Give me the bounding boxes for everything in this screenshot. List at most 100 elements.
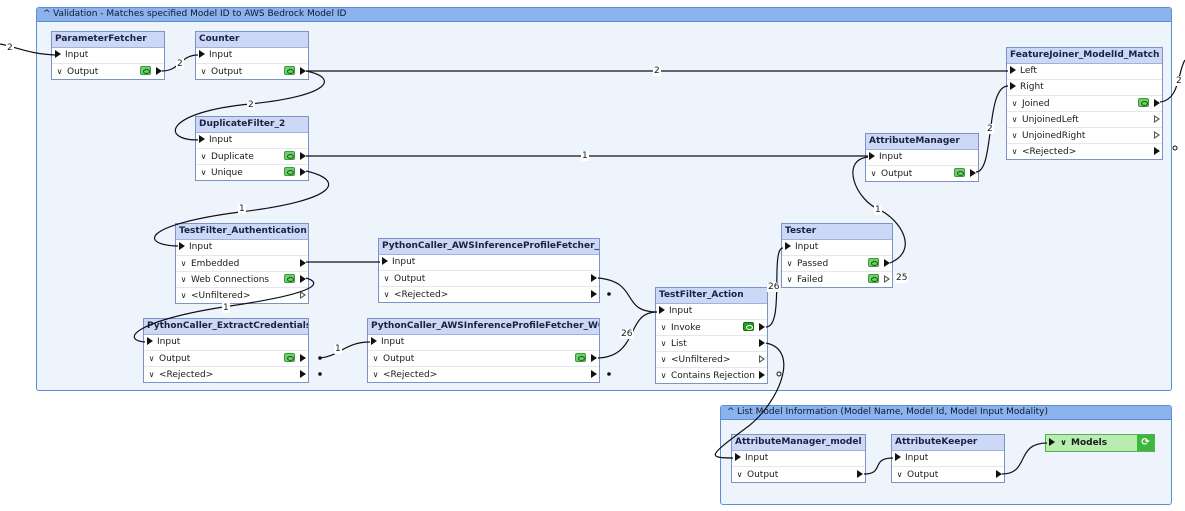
port-input[interactable]: Input — [196, 48, 308, 64]
chevron-down-icon[interactable]: ∨ — [736, 470, 743, 479]
count-failed[interactable]: 25 — [895, 273, 909, 283]
output-arrow-icon[interactable] — [300, 168, 306, 176]
count-web-extract[interactable]: 1 — [222, 303, 230, 313]
chevron-down-icon[interactable]: ∨ — [1011, 99, 1018, 108]
node-attribute-manager-model[interactable]: AttributeManager_model Input ∨Output — [731, 434, 866, 483]
count-counter-joiner[interactable]: 2 — [653, 66, 661, 76]
output-arrow-icon[interactable] — [884, 259, 890, 267]
port-contains-rejection[interactable]: ∨Contains Rejection — [656, 368, 767, 383]
port-unique[interactable]: ∨Unique — [196, 165, 308, 180]
chevron-down-icon[interactable]: ∨ — [200, 152, 207, 161]
inspect-icon[interactable] — [140, 66, 151, 75]
inspect-icon[interactable] — [743, 322, 754, 331]
port-input[interactable]: Input — [144, 335, 308, 351]
count-incoming[interactable]: 2 — [6, 43, 14, 53]
node-duplicate-filter[interactable]: DuplicateFilter_2 Input ∨Duplicate ∨Uniq… — [195, 116, 309, 181]
chevron-down-icon[interactable]: ∨ — [786, 259, 793, 268]
count-extract-wc[interactable]: 1 — [334, 344, 342, 354]
node-parameter-fetcher[interactable]: ParameterFetcher Input ∨Output — [51, 31, 165, 80]
port-input[interactable]: Input — [379, 255, 599, 271]
port-left[interactable]: Left — [1007, 64, 1162, 80]
chevron-down-icon[interactable]: ∨ — [372, 370, 379, 379]
collapse-icon[interactable]: ^ — [727, 407, 735, 417]
port-failed[interactable]: ∨Failed — [782, 272, 892, 287]
output-connector-icon[interactable]: ⟳ — [1137, 435, 1154, 451]
chevron-down-icon[interactable]: ∨ — [200, 168, 207, 177]
chevron-down-icon[interactable]: ∨ — [660, 339, 667, 348]
node-tester[interactable]: Tester Input ∨Passed ∨Failed — [781, 223, 893, 288]
inspect-icon[interactable] — [868, 274, 879, 283]
port-input[interactable]: Input — [656, 304, 767, 320]
output-arrow-icon[interactable] — [996, 470, 1002, 478]
port-output[interactable]: ∨Output — [52, 64, 164, 79]
port-output[interactable]: ∨Output — [368, 351, 599, 367]
output-arrow-icon[interactable] — [759, 371, 765, 379]
port-rejected[interactable]: ∨<Rejected> — [368, 367, 599, 382]
output-arrow-icon[interactable] — [300, 354, 306, 362]
count-action-input[interactable]: 26 — [620, 329, 634, 339]
port-input[interactable]: Input — [52, 48, 164, 64]
port-output[interactable]: ∨Output — [379, 271, 599, 287]
inspect-icon[interactable] — [284, 353, 295, 362]
port-output[interactable]: ∨Output — [196, 64, 308, 79]
port-web-connections[interactable]: ∨Web Connections — [176, 272, 308, 288]
chevron-down-icon[interactable]: ∨ — [372, 354, 379, 363]
chevron-down-icon[interactable]: ∨ — [1011, 131, 1018, 140]
output-arrow-icon[interactable] — [300, 370, 306, 378]
chevron-down-icon[interactable]: ∨ — [1060, 438, 1067, 447]
chevron-down-icon[interactable]: ∨ — [1011, 115, 1018, 124]
output-arrow-icon[interactable] — [591, 290, 597, 298]
chevron-down-icon[interactable]: ∨ — [383, 290, 390, 299]
port-right[interactable]: Right — [1007, 80, 1162, 96]
output-arrow-icon[interactable] — [970, 169, 976, 177]
port-duplicate[interactable]: ∨Duplicate — [196, 149, 308, 165]
count-tester-attrmgr[interactable]: 1 — [874, 205, 882, 215]
chevron-down-icon[interactable]: ∨ — [870, 169, 877, 178]
output-arrow-icon[interactable] — [759, 339, 765, 347]
port-unfiltered[interactable]: ∨<Unfiltered> — [656, 352, 767, 368]
count-param-counter[interactable]: 2 — [176, 59, 184, 69]
port-input[interactable]: Input — [732, 451, 865, 467]
count-counter-duplicate[interactable]: 2 — [247, 100, 255, 110]
node-profile-fetcher-wc[interactable]: PythonCaller_AWSInferenceProfileFetcher_… — [367, 318, 600, 383]
port-unjoined-right[interactable]: ∨UnjoinedRight — [1007, 128, 1162, 144]
output-arrow-icon[interactable] — [1154, 115, 1160, 123]
output-arrow-icon[interactable] — [591, 370, 597, 378]
port-unfiltered[interactable]: ∨<Unfiltered> — [176, 288, 308, 303]
inspect-icon[interactable] — [284, 274, 295, 283]
inspect-icon[interactable] — [575, 353, 586, 362]
output-arrow-icon[interactable] — [156, 67, 162, 75]
collapse-icon[interactable]: ^ — [43, 9, 51, 19]
chevron-down-icon[interactable]: ∨ — [148, 354, 155, 363]
output-arrow-icon[interactable] — [300, 259, 306, 267]
inspect-icon[interactable] — [284, 66, 295, 75]
node-testfilter-authentication[interactable]: TestFilter_Authentication Input ∨Embedde… — [175, 223, 309, 304]
port-input[interactable]: Input — [176, 240, 308, 256]
node-extract-credentials[interactable]: PythonCaller_ExtractCredentials Input ∨O… — [143, 318, 309, 383]
bookmark-list-model-info-header[interactable]: ^List Model Information (Model Name, Mod… — [721, 406, 1171, 420]
port-input[interactable]: Input — [368, 335, 599, 351]
chevron-down-icon[interactable]: ∨ — [200, 67, 207, 76]
node-feature-joiner[interactable]: FeatureJoiner_ModelId_Match Left Right ∨… — [1006, 47, 1163, 160]
port-input[interactable]: Input — [782, 240, 892, 256]
output-arrow-icon[interactable] — [1154, 131, 1160, 139]
output-arrow-icon[interactable] — [884, 275, 890, 283]
port-joined[interactable]: ∨Joined — [1007, 96, 1162, 112]
chevron-down-icon[interactable]: ∨ — [148, 370, 155, 379]
node-testfilter-action[interactable]: TestFilter_Action Input ∨Invoke ∨List ∨<… — [655, 287, 768, 384]
count-invoke-tester[interactable]: 26 — [767, 282, 781, 292]
port-output[interactable]: ∨Output — [144, 351, 308, 367]
port-passed[interactable]: ∨Passed — [782, 256, 892, 272]
inspect-icon[interactable] — [284, 167, 295, 176]
count-duplicate-attrmgr[interactable]: 1 — [581, 151, 589, 161]
output-arrow-icon[interactable] — [300, 275, 306, 283]
port-invoke[interactable]: ∨Invoke — [656, 320, 767, 336]
port-output[interactable]: ∨Output — [732, 467, 865, 482]
chevron-down-icon[interactable]: ∨ — [383, 274, 390, 283]
count-unique-testfilter[interactable]: 1 — [238, 204, 246, 214]
node-attribute-keeper[interactable]: AttributeKeeper Input ∨Output — [891, 434, 1005, 483]
port-rejected[interactable]: ∨<Rejected> — [144, 367, 308, 382]
port-input[interactable]: Input — [866, 150, 978, 166]
output-arrow-icon[interactable] — [759, 323, 765, 331]
inspect-icon[interactable] — [954, 168, 965, 177]
